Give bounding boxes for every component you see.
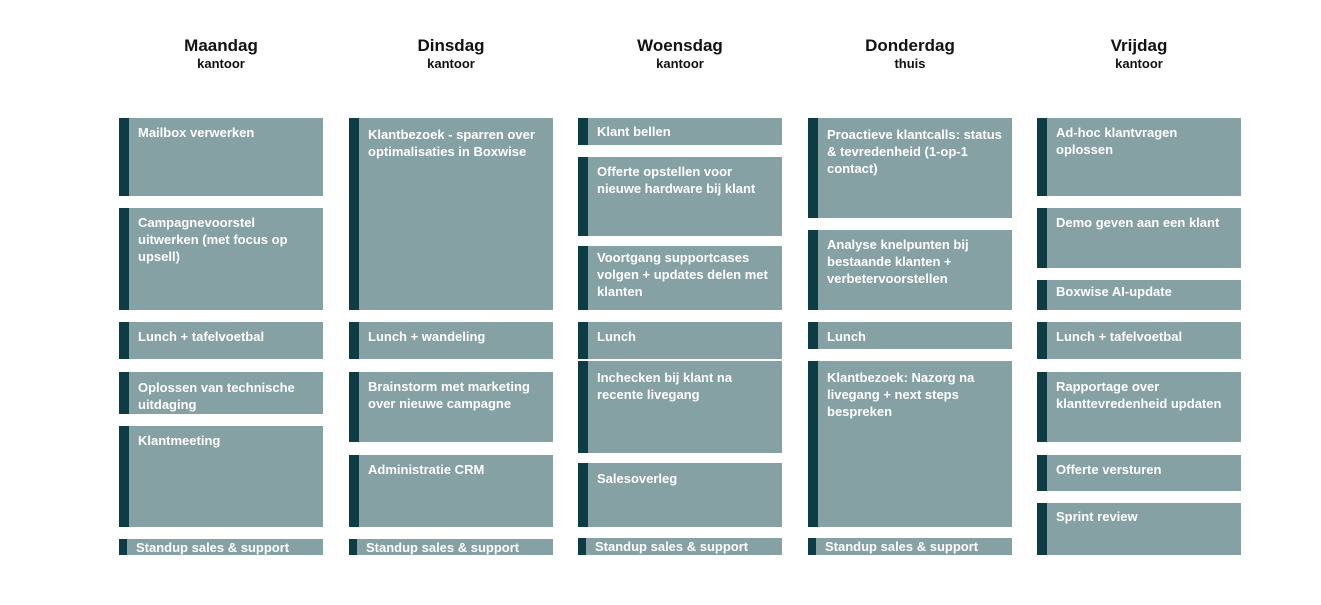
day-name: Vrijdag xyxy=(1110,36,1168,55)
day-name: Dinsdag xyxy=(417,36,485,55)
day-header: Donderdag thuis xyxy=(808,36,1012,72)
schedule-block[interactable]: Inchecken bij klant na recente livegang xyxy=(578,361,782,453)
day-column-donderdag: Donderdag thuis Proactieve klantcalls: s… xyxy=(808,0,1012,605)
schedule-block[interactable]: Klantmeeting xyxy=(119,426,323,527)
schedule-block[interactable]: Lunch xyxy=(808,322,1012,349)
schedule-block[interactable]: Klantbezoek: Nazorg na livegang + next s… xyxy=(808,361,1012,527)
day-header: Vrijdag kantoor xyxy=(1037,36,1241,72)
schedule-block[interactable]: Sprint review xyxy=(1037,503,1241,555)
schedule-block[interactable]: Standup sales & support xyxy=(349,539,553,555)
schedule-block[interactable]: Standup sales & support xyxy=(119,539,323,555)
day-column-maandag: Maandag kantoor Mailbox verwerken Campag… xyxy=(119,0,323,605)
day-header: Woensdag kantoor xyxy=(578,36,782,72)
schedule-block[interactable]: Boxwise AI-update xyxy=(1037,280,1241,310)
day-column-woensdag: Woensdag kantoor Klant bellen Offerte op… xyxy=(578,0,782,605)
day-header: Maandag kantoor xyxy=(119,36,323,72)
schedule-block[interactable]: Voortgang supportcases volgen + updates … xyxy=(578,246,782,310)
schedule-block[interactable]: Lunch + tafelvoetbal xyxy=(119,322,323,359)
schedule-block[interactable]: Administratie CRM xyxy=(349,455,553,527)
schedule-block[interactable]: Campagnevoorstel uitwerken (met focus op… xyxy=(119,208,323,310)
schedule-block[interactable]: Standup sales & support xyxy=(578,538,782,555)
schedule-block[interactable]: Offerte opstellen voor nieuwe hardware b… xyxy=(578,157,782,236)
schedule-block[interactable]: Brainstorm met marketing over nieuwe cam… xyxy=(349,372,553,442)
schedule-block[interactable]: Klant bellen xyxy=(578,118,782,145)
day-name: Donderdag xyxy=(865,36,955,55)
day-header: Dinsdag kantoor xyxy=(349,36,553,72)
day-location: kantoor xyxy=(197,56,245,71)
schedule-block[interactable]: Rapportage over klanttevredenheid update… xyxy=(1037,372,1241,442)
schedule-block[interactable]: Salesoverleg xyxy=(578,463,782,527)
day-location: kantoor xyxy=(1115,56,1163,71)
day-column-dinsdag: Dinsdag kantoor Klantbezoek - sparren ov… xyxy=(349,0,553,605)
day-location: kantoor xyxy=(656,56,704,71)
day-column-vrijdag: Vrijdag kantoor Ad-hoc klantvragen oplos… xyxy=(1037,0,1241,605)
day-location: thuis xyxy=(894,56,926,71)
schedule-block[interactable]: Analyse knelpunten bij bestaande klanten… xyxy=(808,230,1012,310)
schedule-block[interactable]: Lunch xyxy=(578,322,782,359)
schedule-block[interactable]: Ad-hoc klantvragen oplossen xyxy=(1037,118,1241,196)
schedule-block[interactable]: Demo geven aan een klant xyxy=(1037,208,1241,268)
schedule-block[interactable]: Standup sales & support xyxy=(808,538,1012,555)
day-name: Woensdag xyxy=(637,36,723,55)
schedule-block[interactable]: Offerte versturen xyxy=(1037,455,1241,491)
schedule-block[interactable]: Lunch + tafelvoetbal xyxy=(1037,322,1241,359)
schedule-block[interactable]: Klantbezoek - sparren over optimalisatie… xyxy=(349,118,553,310)
schedule-block[interactable]: Lunch + wandeling xyxy=(349,322,553,359)
schedule-block[interactable]: Proactieve klantcalls: status & tevreden… xyxy=(808,118,1012,218)
schedule-block[interactable]: Oplossen van technische uitdaging xyxy=(119,372,323,414)
schedule-block[interactable]: Mailbox verwerken xyxy=(119,118,323,196)
day-location: kantoor xyxy=(427,56,475,71)
day-name: Maandag xyxy=(184,36,258,55)
